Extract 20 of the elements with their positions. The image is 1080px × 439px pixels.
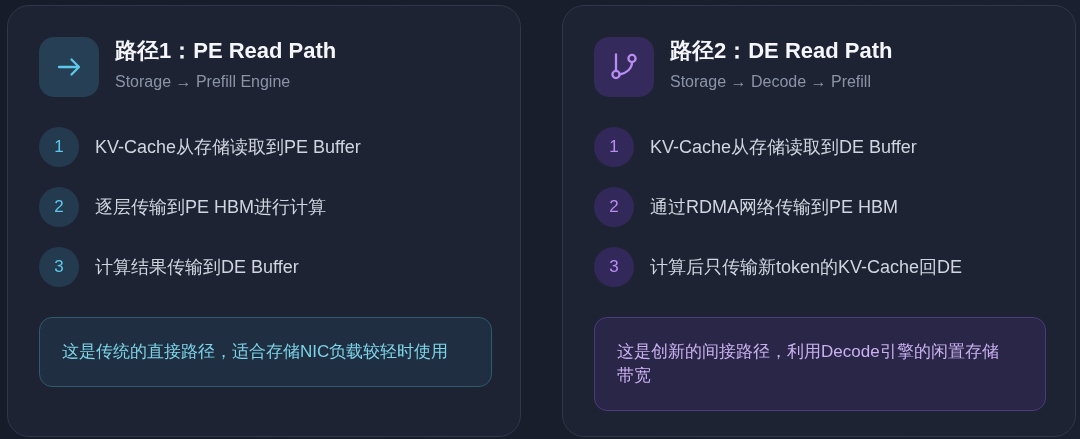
step-text: 计算后只传输新token的KV-Cache回DE	[650, 256, 963, 279]
note-box: 这是创新的间接路径，利用Decode引擎的闲置存储带宽	[594, 317, 1046, 411]
number-badge: 2	[39, 187, 79, 227]
number-badge: 1	[594, 127, 634, 167]
card-title: 路径2：DE Read Path	[670, 37, 893, 65]
note-box: 这是传统的直接路径，适合存储NIC负载较轻时使用	[39, 317, 492, 387]
number-badge: 2	[594, 187, 634, 227]
step-text: 计算结果传输到DE Buffer	[95, 256, 299, 279]
number-badge: 1	[39, 127, 79, 167]
step-text: 通过RDMA网络传输到PE HBM	[650, 196, 898, 219]
card-subtitle: Storage → Prefill Engine	[115, 72, 291, 92]
number-badge: 3	[594, 247, 634, 287]
step-text: KV-Cache从存储读取到PE Buffer	[95, 136, 361, 159]
card	[562, 5, 1076, 437]
step-text: 逐层传输到PE HBM进行计算	[95, 196, 326, 219]
card-title: 路径1：PE Read Path	[115, 37, 337, 65]
number-badge: 3	[39, 247, 79, 287]
card	[7, 5, 521, 437]
card-subtitle: Storage → Decode → Prefill	[670, 72, 871, 92]
step-text: KV-Cache从存储读取到DE Buffer	[650, 136, 917, 159]
